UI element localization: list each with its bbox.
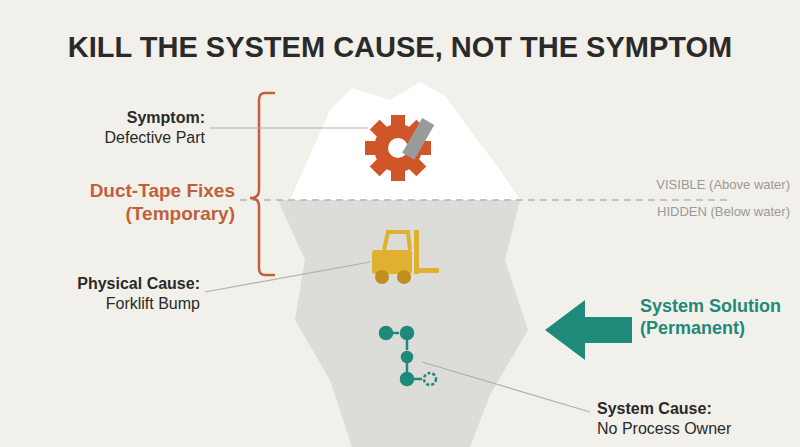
bracket-label: Duct-Tape Fixes (Temporary) [35,180,235,226]
label-text: Forklift Bump [40,294,200,313]
title: KILL THE SYSTEM CAUSE, NOT THE SYMPTOM [0,30,800,65]
forklift-icon [372,230,439,284]
leader-line [210,127,368,128]
label-heading: System Cause: [597,399,797,418]
label-heading: Symptom: [80,108,205,127]
bracket [250,93,275,275]
gear-icon [365,115,434,181]
waterline [240,199,730,201]
waterline-label: VISIBLE (Above water) [560,177,790,193]
label-text: No Process Owner [597,419,797,438]
duct-tape [402,118,434,160]
label-heading: Physical Cause: [40,274,200,293]
leader-line [205,262,370,292]
process-flow-icon [380,327,436,385]
label-text: Defective Part [60,128,205,147]
arrow-label: System Solution (Permanent) [640,296,790,339]
iceberg-underwater [278,200,528,447]
solution-arrow [545,300,632,360]
waterline-label: HIDDEN (Below water) [560,204,790,220]
iceberg-tip [290,82,520,200]
leader-line [422,362,590,412]
